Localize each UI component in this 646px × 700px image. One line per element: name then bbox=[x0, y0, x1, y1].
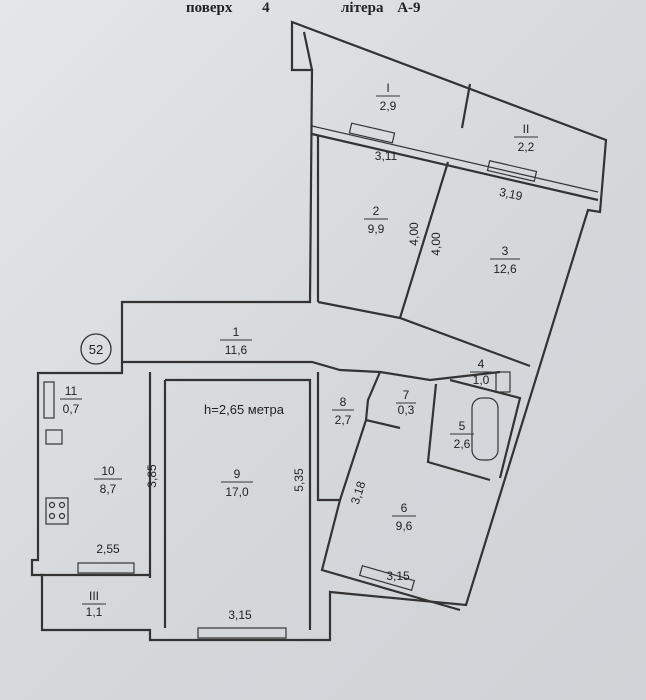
room-III: III 1,1 bbox=[82, 589, 106, 619]
floor-header: поверх 4 bbox=[186, 0, 270, 17]
room-id: 2 bbox=[373, 204, 380, 218]
room-id: II bbox=[523, 122, 530, 136]
room-id: 11 bbox=[65, 384, 78, 398]
plan-number: 52 bbox=[89, 342, 103, 357]
dimension-3-18: 3,18 bbox=[348, 479, 369, 506]
window-markers bbox=[43, 122, 538, 639]
room-3: 3 12,6 bbox=[490, 244, 520, 276]
dimension-2-55: 2,55 bbox=[96, 542, 120, 556]
room-7: 7 0,3 bbox=[396, 388, 416, 417]
room-8: 8 2,7 bbox=[332, 395, 354, 427]
dimension-3-19: 3,19 bbox=[498, 185, 524, 204]
litera-value: А-9 bbox=[397, 0, 421, 16]
dimension-labels: 3,11 3,19 4,00 4,00 3,85 5,35 3,18 2,55 … bbox=[96, 149, 524, 622]
room-id: I bbox=[386, 81, 389, 95]
interior-walls bbox=[40, 136, 531, 630]
room-area: 0,3 bbox=[398, 403, 415, 417]
litera-header: літера А-9 bbox=[341, 0, 421, 17]
sink bbox=[45, 429, 63, 445]
room-area: 9,9 bbox=[368, 222, 385, 236]
ceiling-height: h=2,65 метра bbox=[204, 402, 285, 417]
room-id: 8 bbox=[340, 395, 347, 409]
room-area: 2,7 bbox=[335, 413, 352, 427]
room-area: 17,0 bbox=[225, 485, 249, 499]
balcony-walls bbox=[311, 83, 599, 202]
room-id: 7 bbox=[403, 388, 410, 402]
floor-number: 4 bbox=[262, 0, 270, 16]
plan-number-circle bbox=[80, 333, 112, 365]
room-id: III bbox=[89, 589, 99, 603]
room-area: 12,6 bbox=[493, 262, 517, 276]
room-id: 3 bbox=[502, 244, 509, 258]
dimension-3-15-b: 3,15 bbox=[228, 608, 252, 622]
litera-label: літера bbox=[341, 0, 384, 16]
room-1: 1 11,6 bbox=[220, 325, 252, 357]
room-id: 1 bbox=[233, 325, 240, 339]
room-6: 6 9,6 bbox=[392, 501, 416, 533]
room-labels: I 2,9 II 2,2 2 9,9 3 12,6 1 bbox=[60, 81, 538, 619]
room-2: 2 9,9 bbox=[364, 204, 388, 236]
room-area: 8,7 bbox=[100, 482, 117, 496]
dimension-3-11: 3,11 bbox=[375, 149, 398, 163]
room-10: 10 8,7 bbox=[94, 464, 122, 496]
room-area: 11,6 bbox=[225, 343, 248, 357]
room-id: 6 bbox=[401, 501, 408, 515]
bathtub bbox=[471, 397, 499, 461]
room-5: 5 2,6 bbox=[450, 419, 474, 451]
dimension-3-85: 3,85 bbox=[145, 464, 159, 488]
room-area: 2,9 bbox=[380, 99, 397, 113]
room-area: 9,6 bbox=[396, 519, 413, 533]
room-9: 9 17,0 bbox=[221, 467, 253, 499]
room-id: 4 bbox=[478, 357, 485, 371]
stove bbox=[45, 497, 69, 525]
room-II: II 2,2 bbox=[514, 122, 538, 154]
dimension-5-35: 5,35 bbox=[292, 468, 306, 492]
room-id: 9 bbox=[234, 467, 241, 481]
dimension-4-00-b: 4,00 bbox=[429, 232, 443, 256]
dimension-3-15-a: 3,15 bbox=[386, 569, 410, 583]
room-id: 5 bbox=[459, 419, 466, 433]
radiator bbox=[495, 371, 511, 393]
room-area: 1,1 bbox=[86, 605, 103, 619]
room-11: 11 0,7 bbox=[60, 384, 82, 416]
dimension-4-00-a: 4,00 bbox=[407, 222, 421, 246]
room-area: 2,2 bbox=[518, 140, 535, 154]
room-area: 1,0 bbox=[473, 373, 490, 387]
floor-prefix: поверх bbox=[186, 0, 233, 16]
room-id: 10 bbox=[101, 464, 115, 478]
room-area: 2,6 bbox=[454, 437, 471, 451]
room-4: 4 1,0 bbox=[470, 357, 492, 387]
room-I: I 2,9 bbox=[376, 81, 400, 113]
room-area: 0,7 bbox=[63, 402, 80, 416]
